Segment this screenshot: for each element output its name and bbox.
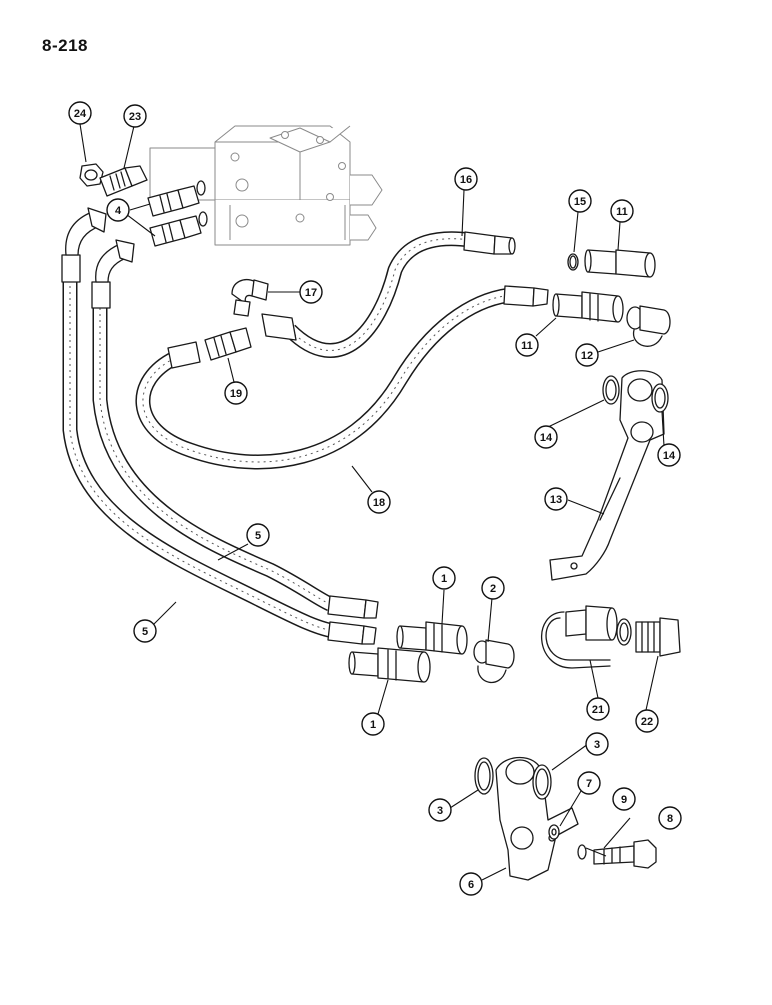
callout-5-lower-label: 5 xyxy=(142,626,148,638)
callout-16: 16 xyxy=(454,167,478,191)
callout-14-right-label: 14 xyxy=(663,450,676,462)
callout-19-label: 19 xyxy=(230,388,242,400)
callout-5-lower: 5 xyxy=(133,619,157,643)
callout-2: 2 xyxy=(481,576,505,600)
callout-6: 6 xyxy=(459,872,483,896)
callout-3-right-label: 3 xyxy=(594,739,600,751)
callout-12: 12 xyxy=(575,343,599,367)
hose-16 xyxy=(261,231,516,358)
hose-5-outer xyxy=(61,207,377,645)
callout-11-upper-label: 11 xyxy=(616,206,628,218)
callout-14-right: 14 xyxy=(657,443,681,467)
callout-1-lower-label: 1 xyxy=(370,719,376,731)
callout-3-left: 3 xyxy=(428,798,452,822)
callout-14-left: 14 xyxy=(534,425,558,449)
elbow-fitting-17 xyxy=(231,279,269,317)
callout-22: 22 xyxy=(635,709,659,733)
callout-24: 24 xyxy=(68,101,92,125)
callout-9-label: 9 xyxy=(621,794,627,806)
coupler-11-upper xyxy=(584,249,656,278)
callout-15-label: 15 xyxy=(574,196,586,208)
callout-8: 8 xyxy=(658,806,682,830)
callout-5-upper: 5 xyxy=(246,523,270,547)
retaining-ring-14-left xyxy=(602,375,620,405)
callout-6-label: 6 xyxy=(468,879,474,891)
callout-8-label: 8 xyxy=(667,813,673,825)
callout-15: 15 xyxy=(568,189,592,213)
callout-14-left-label: 14 xyxy=(540,432,553,444)
callout-23: 23 xyxy=(123,104,147,128)
callout-11-lower-label: 11 xyxy=(521,340,533,352)
adapter-fitting-19 xyxy=(204,327,252,361)
leader-lines xyxy=(79,123,665,881)
callout-17-label: 17 xyxy=(305,287,317,299)
callout-16-label: 16 xyxy=(460,174,472,186)
callout-7: 7 xyxy=(577,771,601,795)
callout-21: 21 xyxy=(586,697,610,721)
callout-22-label: 22 xyxy=(641,716,653,728)
mounting-bracket-13 xyxy=(549,370,665,581)
callout-7-label: 7 xyxy=(586,778,592,790)
dust-cap-12 xyxy=(626,305,671,347)
callout-3-left-label: 3 xyxy=(437,805,443,817)
plug-22 xyxy=(635,617,681,657)
callout-4: 4 xyxy=(106,198,130,222)
callout-13-label: 13 xyxy=(550,494,562,506)
page-number: 8-218 xyxy=(42,36,88,55)
callout-11-lower: 11 xyxy=(515,333,539,357)
callout-23-label: 23 xyxy=(129,111,141,123)
coupler-11-lower xyxy=(552,291,624,323)
callout-11-upper: 11 xyxy=(610,199,634,223)
callout-17: 17 xyxy=(299,280,323,304)
callout-4-label: 4 xyxy=(115,205,122,217)
callout-21-label: 21 xyxy=(592,704,604,716)
adapter-fitting-4-upper xyxy=(147,180,206,217)
adapter-fitting-23 xyxy=(99,165,148,197)
washer-7 xyxy=(548,824,560,840)
o-ring-15 xyxy=(567,253,579,271)
retaining-ring-14-right xyxy=(651,383,669,413)
callout-1-upper-label: 1 xyxy=(441,573,447,585)
callout-5-upper-label: 5 xyxy=(255,530,261,542)
coupler-21 xyxy=(541,605,632,669)
hose-18 xyxy=(135,285,549,470)
bolt-8 xyxy=(593,839,657,869)
callout-2-label: 2 xyxy=(490,583,496,595)
hex-nut-24 xyxy=(79,163,104,187)
retaining-ring-3-left xyxy=(474,757,494,795)
callout-13: 13 xyxy=(544,487,568,511)
coupler-1-lower xyxy=(348,647,431,683)
lock-washer-9 xyxy=(577,844,587,860)
control-valve-block xyxy=(149,125,383,246)
callout-1-upper: 1 xyxy=(432,566,456,590)
dust-cap-2 xyxy=(473,639,515,683)
adapter-fitting-4-lower xyxy=(149,211,208,247)
callout-9: 9 xyxy=(612,787,636,811)
callout-12-label: 12 xyxy=(581,350,593,362)
callout-18: 18 xyxy=(367,490,391,514)
callout-1-lower: 1 xyxy=(361,712,385,736)
hose-5-inner xyxy=(91,239,379,619)
retaining-ring-3-right xyxy=(532,764,552,800)
coupler-1-upper xyxy=(396,621,468,655)
callout-24-label: 24 xyxy=(74,108,87,120)
callout-3-right: 3 xyxy=(585,732,609,756)
callout-18-label: 18 xyxy=(373,497,385,509)
callout-19: 19 xyxy=(224,381,248,405)
